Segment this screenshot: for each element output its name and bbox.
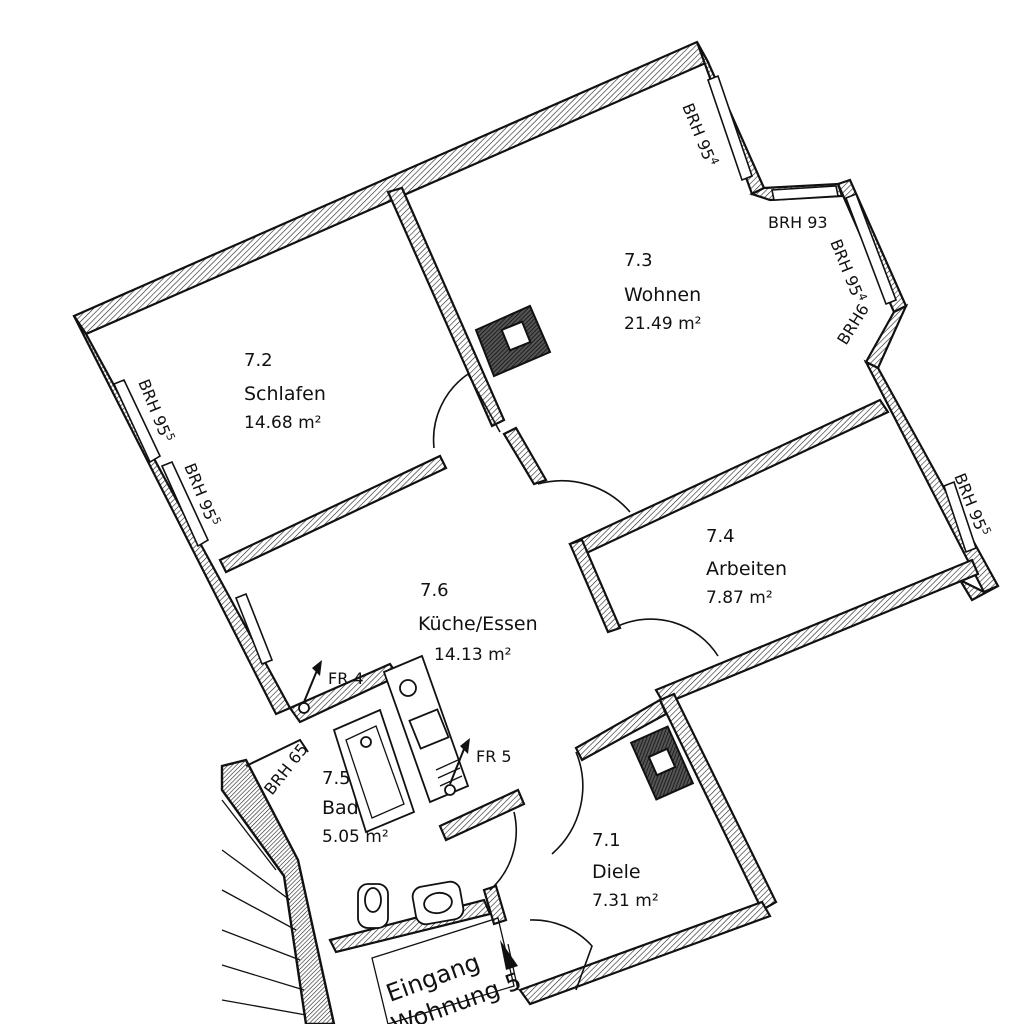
kitchen-unit [382,654,470,804]
svg-text:BRH 954: BRH 954 [826,236,869,305]
fr4-label: FR 4 [328,669,364,688]
doors [432,372,719,991]
fr-markers [298,660,470,796]
entrance-label: Eingang Wohnung 5 [382,948,525,1024]
svg-text:14.13 m²: 14.13 m² [434,645,511,665]
bath-fixtures [332,708,465,929]
svg-text:Bad: Bad [322,797,359,819]
svg-text:BRH 93: BRH 93 [768,213,828,232]
svg-text:Wohnen: Wohnen [624,284,701,306]
svg-text:7.1: 7.1 [592,830,621,851]
svg-text:BRH 954: BRH 954 [678,100,721,169]
svg-text:7.3: 7.3 [624,250,653,271]
svg-text:BRH 65: BRH 65 [260,740,312,799]
window-notes: BRH 954 BRH 93 BRH 954 BRH6 BRH 955 BRH … [134,100,993,798]
svg-text:BRH6: BRH6 [833,300,873,348]
label-7-5: 7.5 Bad 5.05 m² [322,768,389,847]
svg-text:7.5: 7.5 [322,768,351,789]
fr5-label: FR 5 [476,747,512,766]
svg-text:7.2: 7.2 [244,350,273,371]
label-7-6: 7.6 Küche/Essen 14.13 m² [418,580,538,665]
staircase [220,738,336,1024]
svg-text:Diele: Diele [592,861,641,883]
svg-text:7.31 m²: 7.31 m² [592,891,659,911]
label-7-3: 7.3 Wohnen 21.49 m² [624,250,701,334]
windows [112,74,977,666]
svg-text:7.6: 7.6 [420,580,449,601]
window-schlafen-2 [160,460,210,548]
svg-text:5.05 m²: 5.05 m² [322,827,389,847]
window-arbeiten [943,480,977,554]
svg-text:Küche/Essen: Küche/Essen [418,613,538,635]
label-7-1: 7.1 Diele 7.31 m² [592,830,659,911]
window-bay-mid [771,185,839,201]
svg-text:21.49 m²: 21.49 m² [624,314,701,334]
window-wohnen-top [706,74,754,182]
chimneys [474,304,695,801]
label-7-2: 7.2 Schlafen 14.68 m² [244,350,326,433]
window-kueche [234,592,274,666]
svg-text:14.68 m²: 14.68 m² [244,413,321,433]
label-7-4: 7.4 Arbeiten 7.87 m² [706,526,787,608]
svg-text:7.87 m²: 7.87 m² [706,588,773,608]
interior-walls [218,186,980,1006]
svg-text:Schlafen: Schlafen [244,383,326,405]
bathtub [332,708,416,834]
svg-text:7.4: 7.4 [706,526,735,547]
window-schlafen-1 [112,378,162,464]
window-bay-side [844,192,898,306]
svg-text:Arbeiten: Arbeiten [706,558,787,580]
